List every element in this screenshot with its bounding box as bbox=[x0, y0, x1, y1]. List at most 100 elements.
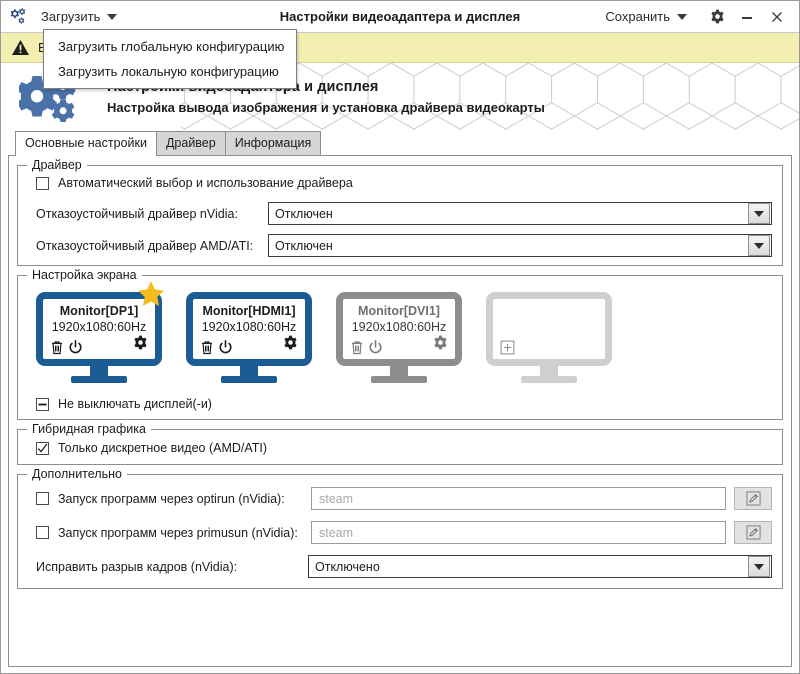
keep-display-on-label: Не выключать дисплей(-и) bbox=[58, 397, 212, 411]
save-menu-button[interactable]: Сохранить bbox=[597, 7, 695, 26]
primusun-row: Запуск программ через primusun (nVidia):… bbox=[28, 521, 772, 544]
primusun-checkbox[interactable] bbox=[36, 526, 49, 539]
primary-star-icon bbox=[138, 281, 164, 306]
hybrid-graphics-title: Гибридная графика bbox=[27, 422, 151, 436]
optirun-edit-button[interactable] bbox=[734, 487, 772, 510]
gear-icon bbox=[710, 9, 724, 24]
tearfix-value: Отключено bbox=[315, 559, 380, 574]
tab-panel: Драйвер Автоматический выбор и использов… bbox=[8, 155, 792, 667]
chevron-down-icon bbox=[107, 13, 118, 20]
amd-fallback-label: Отказоустойчивый драйвер AMD/ATI: bbox=[36, 238, 254, 253]
minimize-icon bbox=[742, 16, 752, 19]
hybrid-graphics-group: Гибридная графика Только дискретное виде… bbox=[17, 422, 783, 465]
extra-group: Дополнительно Запуск программ через opti… bbox=[17, 467, 783, 589]
nvidia-fallback-select[interactable]: Отключен bbox=[268, 202, 772, 225]
monitor-base bbox=[221, 376, 277, 383]
menu-item-load-global[interactable]: Загрузить глобальную конфигурацию bbox=[58, 39, 285, 54]
edit-icon bbox=[745, 525, 761, 540]
tearfix-row: Исправить разрыв кадров (nVidia): Отключ… bbox=[28, 555, 772, 578]
trash-icon[interactable] bbox=[350, 340, 364, 355]
load-dropdown-menu[interactable]: Загрузить глобальную конфигурацию Загруз… bbox=[43, 29, 298, 89]
gear-icon[interactable] bbox=[283, 335, 298, 350]
power-icon[interactable] bbox=[218, 340, 233, 355]
monitor-name: Monitor[DP1] bbox=[59, 304, 139, 318]
monitor-actions bbox=[50, 335, 148, 355]
amd-fallback-row: Отказоустойчивый драйвер AMD/ATI: Отключ… bbox=[28, 234, 772, 257]
close-button[interactable] bbox=[763, 4, 791, 30]
primusun-edit-button[interactable] bbox=[734, 521, 772, 544]
app-icon bbox=[1, 7, 35, 27]
monitor-screen: Monitor[DP1] 1920x1080:60Hz bbox=[36, 292, 162, 366]
tab-information[interactable]: Информация bbox=[224, 131, 322, 155]
monitor-screen bbox=[486, 292, 612, 366]
monitor-neck bbox=[240, 366, 258, 376]
primusun-label: Запуск программ через primusun (nVidia): bbox=[58, 525, 298, 540]
minimize-button[interactable] bbox=[733, 4, 761, 30]
discrete-video-row: Только дискретное видео (AMD/ATI) bbox=[28, 441, 772, 455]
nvidia-fallback-value: Отключен bbox=[275, 206, 333, 221]
monitor-card-dvi1[interactable]: Monitor[DVI1] 1920x1080:60Hz bbox=[336, 292, 462, 383]
tab-driver[interactable]: Драйвер bbox=[155, 131, 226, 155]
menu-item-load-local[interactable]: Загрузить локальную конфигурацию bbox=[58, 64, 279, 79]
monitor-mode: 1920x1080:60Hz bbox=[201, 320, 297, 334]
chevron-down-icon[interactable] bbox=[748, 235, 770, 256]
auto-driver-label: Автоматический выбор и использование дра… bbox=[58, 176, 353, 190]
monitor-actions bbox=[200, 335, 298, 355]
tearfix-label: Исправить разрыв кадров (nVidia): bbox=[36, 559, 238, 574]
tearfix-select[interactable]: Отключено bbox=[308, 555, 772, 578]
monitor-card-dp1[interactable]: Monitor[DP1] 1920x1080:60Hz bbox=[36, 281, 164, 383]
warning-triangle-icon bbox=[12, 39, 29, 56]
discrete-video-checkbox[interactable] bbox=[36, 441, 49, 455]
monitor-card-hdmi1[interactable]: Monitor[HDMI1] 1920x1080:60Hz bbox=[186, 292, 312, 383]
titlebar-controls: Сохранить bbox=[597, 4, 799, 30]
monitor-base bbox=[71, 376, 127, 383]
tab-main-settings[interactable]: Основные настройки bbox=[15, 131, 157, 156]
chevron-down-icon[interactable] bbox=[748, 556, 770, 577]
optirun-placeholder: steam bbox=[319, 491, 354, 506]
monitor-mode: 1920x1080:60Hz bbox=[351, 320, 447, 334]
auto-driver-row: Автоматический выбор и использование дра… bbox=[28, 176, 772, 190]
monitor-name: Monitor[DVI1] bbox=[358, 304, 440, 318]
monitor-mode: 1920x1080:60Hz bbox=[51, 320, 147, 334]
driver-group: Драйвер Автоматический выбор и использов… bbox=[17, 158, 783, 266]
screen-group-title: Настройка экрана bbox=[27, 268, 142, 282]
banner-subtitle: Настройка вывода изображения и установка… bbox=[107, 99, 545, 115]
gear-icon[interactable] bbox=[433, 335, 448, 350]
auto-driver-checkbox[interactable] bbox=[36, 176, 49, 190]
keep-display-on-checkbox[interactable] bbox=[36, 397, 49, 411]
monitor-neck bbox=[90, 366, 108, 376]
extra-group-title: Дополнительно bbox=[27, 467, 127, 481]
monitor-neck bbox=[540, 366, 558, 376]
check-icon bbox=[37, 443, 48, 453]
nvidia-fallback-label: Отказоустойчивый драйвер nVidia: bbox=[36, 206, 238, 221]
monitor-base bbox=[521, 376, 577, 383]
primusun-placeholder: steam bbox=[319, 525, 354, 540]
save-menu-label: Сохранить bbox=[605, 9, 670, 24]
monitor-list: Monitor[DP1] 1920x1080:60Hz bbox=[28, 281, 772, 385]
warning-text: В bbox=[38, 40, 47, 55]
trash-icon[interactable] bbox=[200, 340, 214, 355]
gear-icon[interactable] bbox=[133, 335, 148, 350]
trash-icon[interactable] bbox=[50, 340, 64, 355]
amd-fallback-value: Отключен bbox=[275, 238, 333, 253]
power-icon[interactable] bbox=[368, 340, 383, 355]
settings-button[interactable] bbox=[703, 4, 731, 30]
plus-icon[interactable] bbox=[500, 340, 515, 355]
optirun-row: Запуск программ через optirun (nVidia): … bbox=[28, 487, 772, 510]
keep-display-on-row: Не выключать дисплей(-и) bbox=[28, 385, 772, 413]
screen-group: Настройка экрана Monitor[DP1] 1920x1080:… bbox=[17, 268, 783, 420]
partial-check-icon bbox=[38, 403, 47, 405]
discrete-video-label: Только дискретное видео (AMD/ATI) bbox=[58, 441, 268, 455]
primusun-input[interactable]: steam bbox=[311, 521, 726, 544]
chevron-down-icon[interactable] bbox=[748, 203, 770, 224]
optirun-input[interactable]: steam bbox=[311, 487, 726, 510]
monitor-card-add[interactable] bbox=[486, 292, 612, 383]
monitor-name: Monitor[HDMI1] bbox=[202, 304, 296, 318]
nvidia-fallback-row: Отказоустойчивый драйвер nVidia: Отключе… bbox=[28, 202, 772, 225]
power-icon[interactable] bbox=[68, 340, 83, 355]
load-menu-button[interactable]: Загрузить bbox=[35, 7, 123, 26]
optirun-checkbox[interactable] bbox=[36, 492, 49, 505]
amd-fallback-select[interactable]: Отключен bbox=[268, 234, 772, 257]
optirun-label: Запуск программ через optirun (nVidia): bbox=[58, 491, 285, 506]
